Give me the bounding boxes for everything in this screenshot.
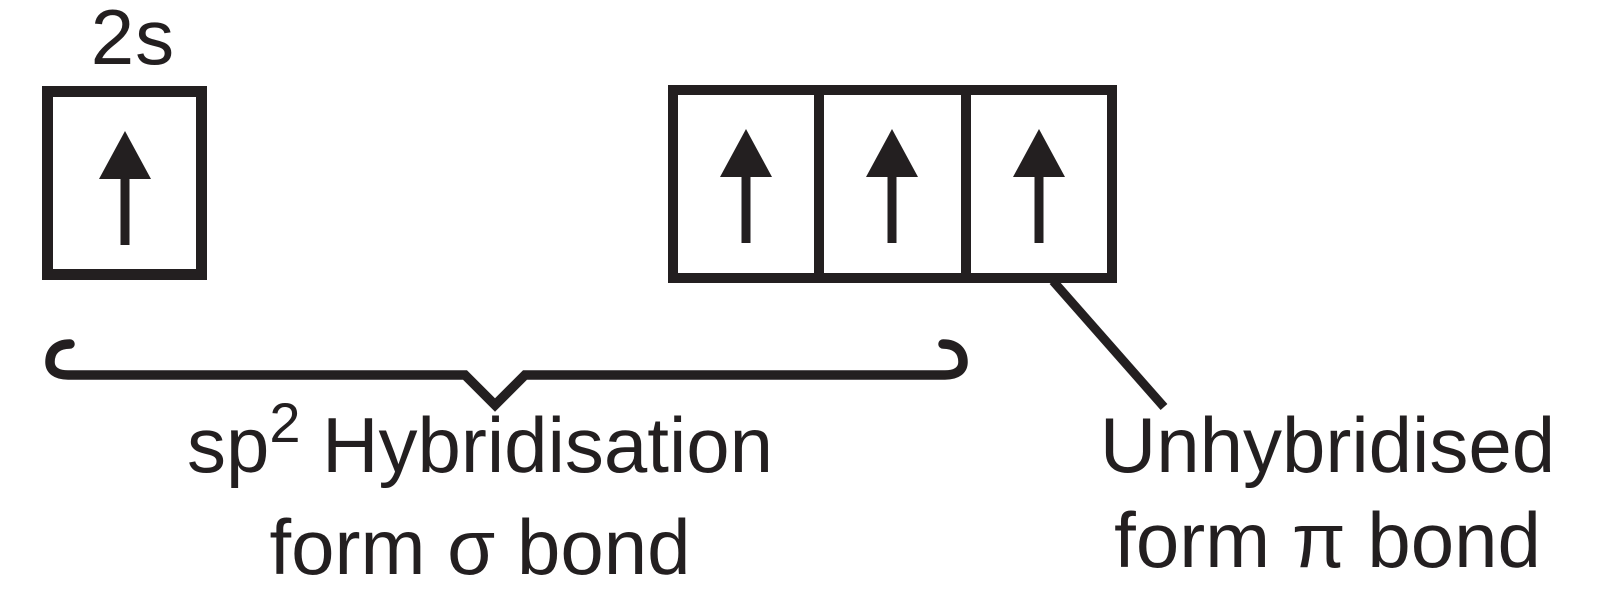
orbital-2s-label: 2s <box>90 0 176 81</box>
pi-bond-line: form π bond <box>1114 496 1541 584</box>
up-arrow-icon <box>1012 129 1065 243</box>
orbital-box-2s <box>42 86 207 280</box>
orbital-box-p3 <box>960 95 1107 273</box>
hybridisation-text: Hybridisation <box>300 401 774 489</box>
unhybridised-line: Unhybridised <box>1099 401 1556 489</box>
sp2-hybridisation-caption: sp2 Hybridisation form σ bond <box>140 391 820 595</box>
pointer-line-icon <box>1049 278 1168 410</box>
up-arrow-icon <box>720 129 773 243</box>
up-arrow-icon <box>866 129 919 243</box>
sp-text: sp <box>186 401 270 489</box>
orbital-box-p2 <box>814 95 960 273</box>
up-arrow-icon <box>98 131 151 245</box>
orbital-box-p1 <box>678 95 814 273</box>
unhybridised-caption: Unhybridised form π bond <box>1045 398 1597 588</box>
sp2-hybridisation-line: sp2 Hybridisation <box>140 391 820 500</box>
brace-icon <box>45 339 968 412</box>
orbital-box-group-2p <box>668 85 1117 283</box>
sp-superscript: 2 <box>269 391 301 454</box>
sigma-bond-line: form σ bond <box>269 503 691 591</box>
